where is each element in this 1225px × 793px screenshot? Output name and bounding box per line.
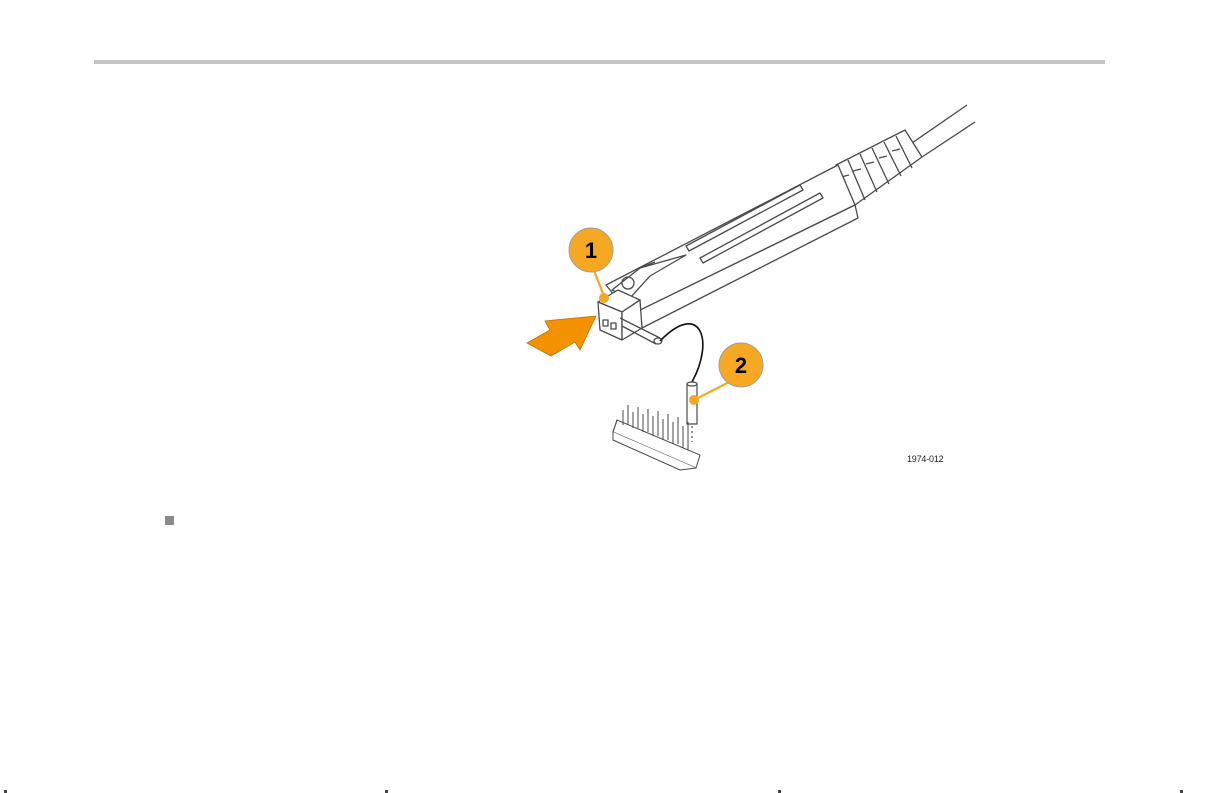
figure-id: 1974-012 [907, 454, 943, 464]
crop-marks [0, 787, 1225, 793]
insertion-arrow [527, 316, 596, 356]
callout-2: 2 [689, 343, 763, 405]
callout-1-number: 1 [585, 238, 597, 263]
callout-2-number: 2 [735, 353, 747, 378]
ground-lead-wire [660, 324, 703, 382]
callout-1: 1 [569, 228, 613, 303]
probe-body [598, 105, 975, 344]
bullet-marker [165, 516, 174, 525]
